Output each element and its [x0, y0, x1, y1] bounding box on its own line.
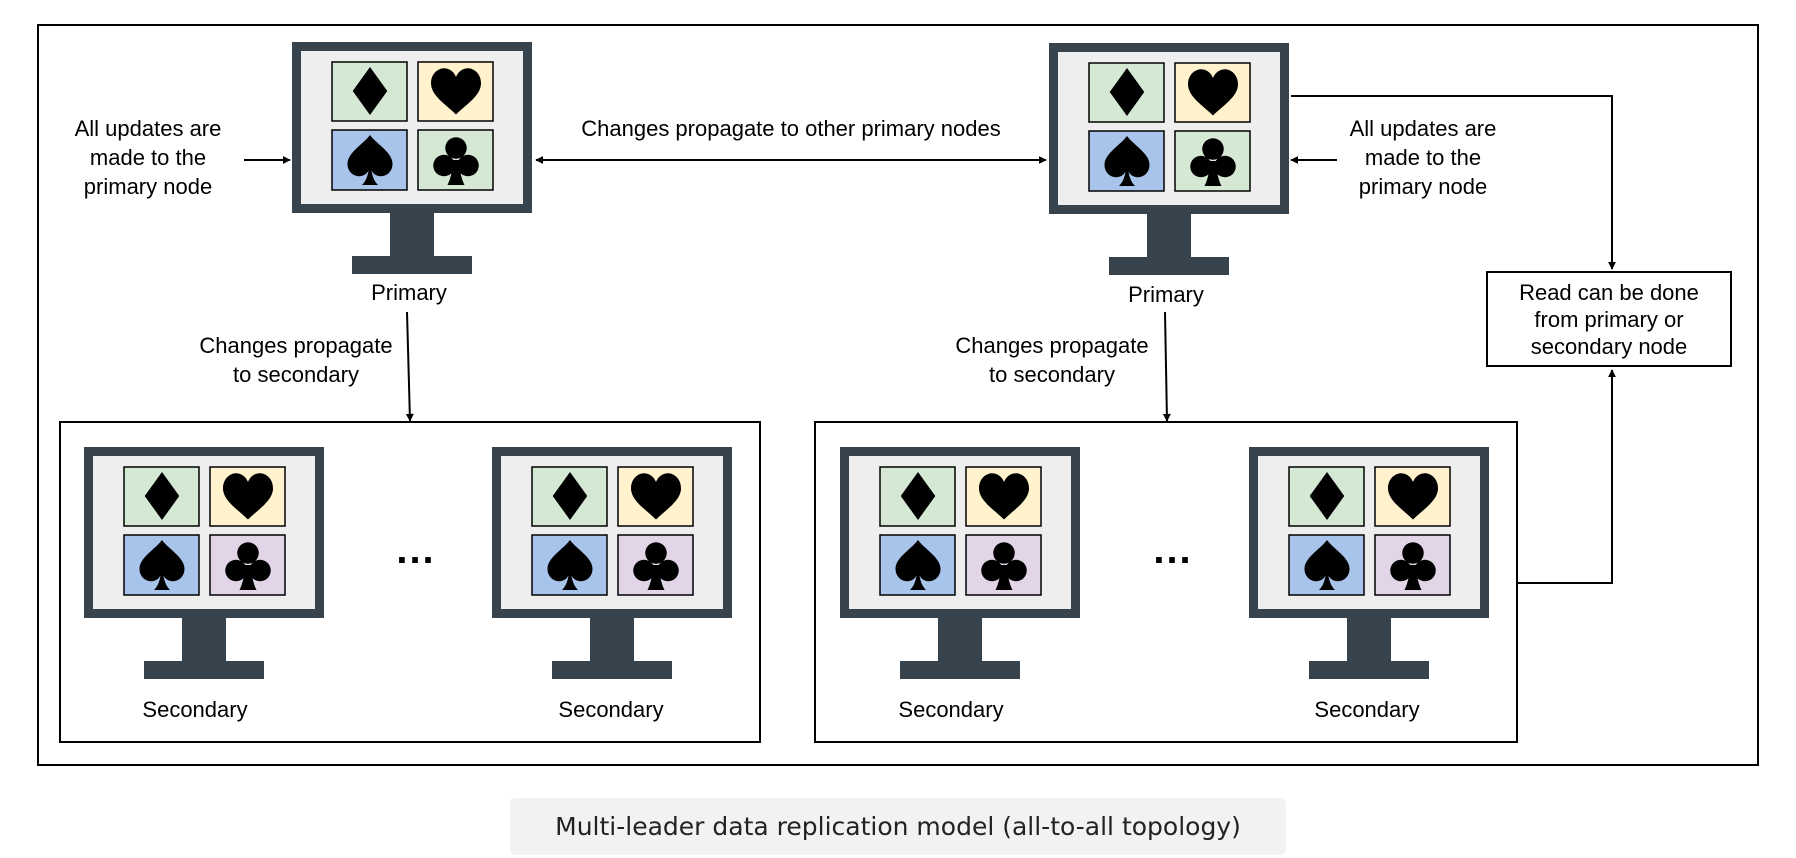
arrow-propagate-right [1162, 311, 1171, 422]
secondary-monitor-3-icon [840, 447, 1080, 679]
outer-frame [37, 24, 1759, 766]
read-box: Read can be done from primary or seconda… [1486, 271, 1732, 367]
secondary-label-4: Secondary [1314, 697, 1420, 722]
arrow-secondary-to-read-box [1518, 369, 1616, 584]
secondary-monitor-4-icon [1249, 447, 1489, 679]
arrow-primary-to-read-box [1291, 95, 1616, 270]
secondary-label-3: Secondary [898, 697, 1004, 722]
figure-caption: Multi-leader data replication model (all… [510, 798, 1286, 855]
updates-note-left: All updates are made to the primary node [74, 116, 222, 199]
secondary-group-right [814, 421, 1518, 743]
arrow-propagate-left [405, 311, 414, 422]
secondary-group-left [59, 421, 761, 743]
primary-label-left: Primary [371, 280, 447, 305]
primary-monitor-right-icon [1049, 43, 1289, 275]
secondary-monitor-2-icon [492, 447, 732, 679]
secondary-label-2: Secondary [558, 697, 664, 722]
primary-label-right: Primary [1128, 282, 1204, 307]
secondary-label-1: Secondary [142, 697, 248, 722]
propagate-note-right: Changes propagate to secondary [955, 333, 1149, 387]
secondary-monitor-1-icon [84, 447, 324, 679]
primary-to-primary-note: Changes propagate to other primary nodes [581, 116, 1001, 141]
ellipsis-left: ... [396, 528, 436, 572]
primary-monitor-left-icon [292, 42, 532, 274]
ellipsis-right: ... [1153, 528, 1193, 572]
updates-note-right: All updates are made to the primary node [1349, 116, 1497, 199]
propagate-note-left: Changes propagate to secondary [199, 333, 393, 387]
